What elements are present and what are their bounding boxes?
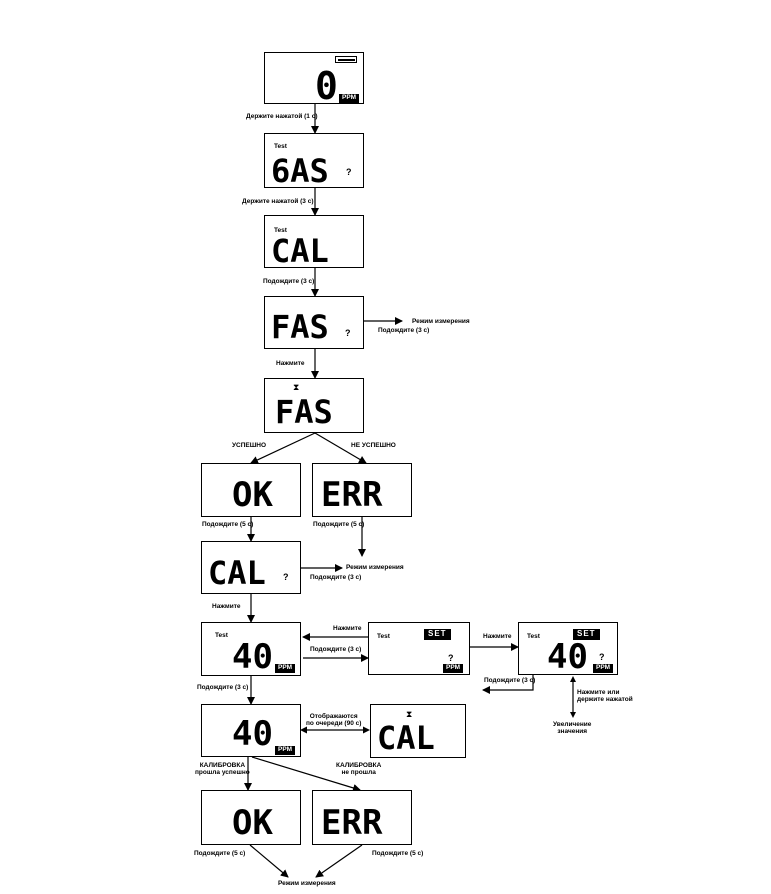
arrow-ok-mode (249, 844, 289, 878)
label-hold-3s: Держите нажатой (3 с) (242, 198, 314, 205)
label-press-4: Нажмите (483, 633, 512, 640)
label-line: не прошла (341, 769, 376, 777)
arrow-s5-ok (250, 432, 316, 464)
label-wait-5s-d: Подождите (5 с) (372, 850, 424, 857)
label-line: Увеличение (553, 721, 592, 728)
lcd-screen-fas-waiting: ⧗ FAS (264, 378, 364, 433)
label-wait-3s-c: Подождите (3 с) (310, 574, 362, 581)
set-badge: SET (424, 629, 451, 640)
lcd-value: 40 (232, 714, 273, 754)
lcd-value: 40 (232, 637, 273, 677)
label-press-1: Нажмите (276, 360, 305, 367)
test-indicator: Test (274, 143, 287, 150)
label-hold-1s: Держите нажатой (1 с) (246, 113, 318, 120)
arrow-40b-err (251, 756, 361, 792)
ppm-badge: PPM (275, 664, 296, 673)
label-line: значения (557, 728, 588, 736)
label-wait-3s-d: Подождите (3 с) (310, 646, 362, 653)
label-measure-mode-2: Режим измерения (346, 564, 404, 571)
hourglass-icon: ⧗ (406, 709, 413, 719)
battery-icon (335, 56, 357, 63)
lcd-screen-err: ERR (312, 463, 412, 517)
lcd-screen-zero: 0 PPM (264, 52, 364, 108)
arrow-s5-err (314, 432, 367, 464)
lcd-screen-cal-2: CAL ? (201, 541, 301, 594)
lcd-value: 6AS (271, 152, 329, 190)
label-line: Отображаются (309, 713, 358, 720)
label-line: прошла успешно (195, 769, 250, 777)
question-indicator: ? (345, 328, 351, 338)
label-line: КАЛИБРОВКА (199, 762, 246, 769)
lcd-screen-err-2: ERR (312, 790, 412, 845)
lcd-screen-cal: Test CAL (264, 215, 364, 268)
lcd-value: ERR (321, 475, 383, 515)
label-wait-5s-a: Подождите (5 с) (202, 521, 254, 528)
lcd-value: ERR (321, 803, 383, 843)
label-line: по очереди (90 с) (306, 720, 362, 728)
label-alternate-display: Отображаются по очереди (90 с) (306, 713, 361, 728)
arrow-set40-back (482, 675, 534, 694)
lcd-value: CAL (377, 719, 435, 757)
label-line: держите нажатой (577, 696, 633, 704)
lcd-screen-set-blank: Test SET ? PPM (368, 622, 470, 675)
label-wait-3s-a: Подождите (3 с) (263, 278, 315, 285)
hourglass-icon: ⧗ (293, 382, 300, 392)
lcd-screen-fas: FAS ? (264, 296, 364, 349)
label-fail: НЕ УСПЕШНО (351, 442, 396, 449)
question-indicator: ? (283, 572, 289, 582)
label-success: УСПЕШНО (232, 442, 267, 449)
lcd-value: CAL (208, 554, 266, 592)
lcd-value: OK (232, 475, 273, 515)
ppm-badge: PPM (339, 94, 360, 103)
set-badge: SET (573, 629, 600, 640)
label-measure-mode-3: Режим измерения (278, 880, 336, 887)
lcd-screen-cal-waiting: ⧗ CAL (370, 704, 466, 758)
question-indicator: ? (599, 652, 605, 662)
question-indicator: ? (346, 167, 352, 177)
lcd-value: 0 (315, 64, 338, 108)
test-indicator: Test (215, 632, 228, 639)
test-indicator: Test (274, 227, 287, 234)
lcd-value: FAS (271, 308, 329, 346)
question-indicator: ? (448, 653, 454, 663)
lcd-screen-gas: Test 6AS ? (264, 133, 364, 188)
lcd-value: CAL (271, 232, 329, 270)
lcd-screen-ok: OK (201, 463, 301, 517)
label-increment-value: Увеличение значения (553, 721, 591, 736)
label-line: Нажмите или (577, 689, 620, 696)
ppm-badge: PPM (443, 664, 464, 673)
arrow-err-mode (315, 844, 363, 878)
label-wait-3s-f: Подождите (3 с) (197, 684, 249, 691)
label-press-2: Нажмите (212, 603, 241, 610)
label-press-3: Нажмите (333, 625, 362, 632)
ppm-badge: PPM (275, 746, 296, 755)
label-calibration-success: КАЛИБРОВКА прошла успешно (195, 762, 250, 777)
lcd-value: FAS (275, 393, 333, 431)
label-wait-3s-b: Подождите (3 с) (378, 327, 430, 334)
label-wait-5s-c: Подождите (5 с) (194, 850, 246, 857)
label-line: КАЛИБРОВКА (336, 762, 382, 769)
ppm-badge: PPM (593, 664, 614, 673)
test-indicator: Test (377, 633, 390, 640)
label-wait-3s-e: Подождите (3 с) (484, 677, 536, 684)
lcd-screen-40-result: 40 PPM (201, 704, 301, 757)
label-press-or-hold: Нажмите или держите нажатой (577, 689, 633, 704)
label-calibration-fail: КАЛИБРОВКА не прошла (336, 762, 381, 777)
label-measure-mode-1: Режим измерения (412, 318, 470, 325)
lcd-screen-ok-2: OK (201, 790, 301, 845)
lcd-screen-set-40: Test SET 40 ? PPM (518, 622, 618, 675)
lcd-screen-40: Test 40 PPM (201, 622, 301, 676)
test-indicator: Test (527, 633, 540, 640)
lcd-value: 40 (547, 637, 588, 677)
label-wait-5s-b: Подождите (5 с) (313, 521, 365, 528)
lcd-value: OK (232, 803, 273, 843)
